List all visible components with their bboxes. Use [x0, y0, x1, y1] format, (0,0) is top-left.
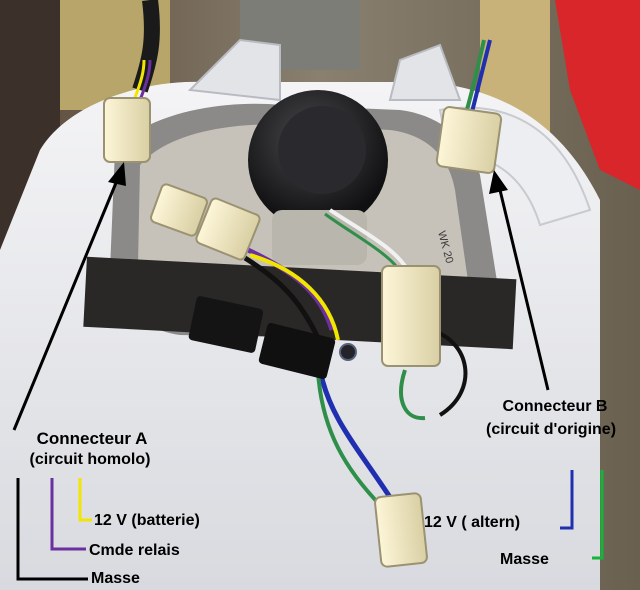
wire-label-masse-b: Masse	[500, 551, 549, 568]
connector-b-plug	[435, 106, 503, 174]
wire-loop-black	[429, 328, 468, 417]
wire-purple-top	[138, 59, 152, 101]
legend-line-masse-b	[592, 470, 604, 560]
arrow-a-head	[108, 162, 126, 186]
legend-line-batterie	[78, 478, 92, 522]
connector-center-right	[195, 197, 261, 261]
relay-box	[188, 296, 264, 353]
legend-line-masse-a	[16, 478, 88, 581]
wire-label-masse-a: Masse	[91, 570, 140, 587]
connector-bulb-plug	[381, 265, 441, 367]
shell-mount-right	[388, 43, 462, 101]
wire-label-12v-altern: 12 V ( altern)	[424, 514, 521, 531]
bulb-base	[272, 210, 367, 265]
wire-blue-a	[317, 369, 398, 507]
wire-label-cmde-relais: Cmde relais	[89, 542, 180, 559]
connector-center-left	[150, 183, 208, 237]
relay-grommet	[339, 343, 357, 361]
arrow-b-head	[489, 170, 508, 194]
red-fairing	[555, 0, 640, 190]
shell-mount-left	[187, 38, 281, 102]
wire-green-a	[316, 371, 387, 512]
bulb-dome-inner	[278, 106, 366, 194]
connector-b-subtitle: (circuit d'origine)	[485, 421, 617, 438]
wire-yellow-top	[132, 59, 146, 101]
relay-connector	[258, 323, 336, 379]
connector-a-plug	[103, 97, 151, 163]
wire-harness-left	[132, 0, 160, 93]
wire-label-12v-batterie: 12 V (batterie)	[94, 512, 200, 529]
connector-b-title: Connecteur B	[502, 398, 608, 415]
connector-a-subtitle: (circuit homolo)	[29, 451, 151, 468]
wire-black	[243, 255, 321, 340]
connector-a-title: Connecteur A	[36, 429, 148, 448]
arrow-a-line	[12, 177, 120, 431]
legend-line-altern	[560, 470, 574, 530]
arrow-b-line	[498, 189, 550, 391]
wire-green-d	[399, 369, 426, 421]
connector-bottom-plug	[374, 492, 428, 568]
wire-yellow	[249, 253, 340, 341]
legend-line-relais	[50, 478, 86, 551]
